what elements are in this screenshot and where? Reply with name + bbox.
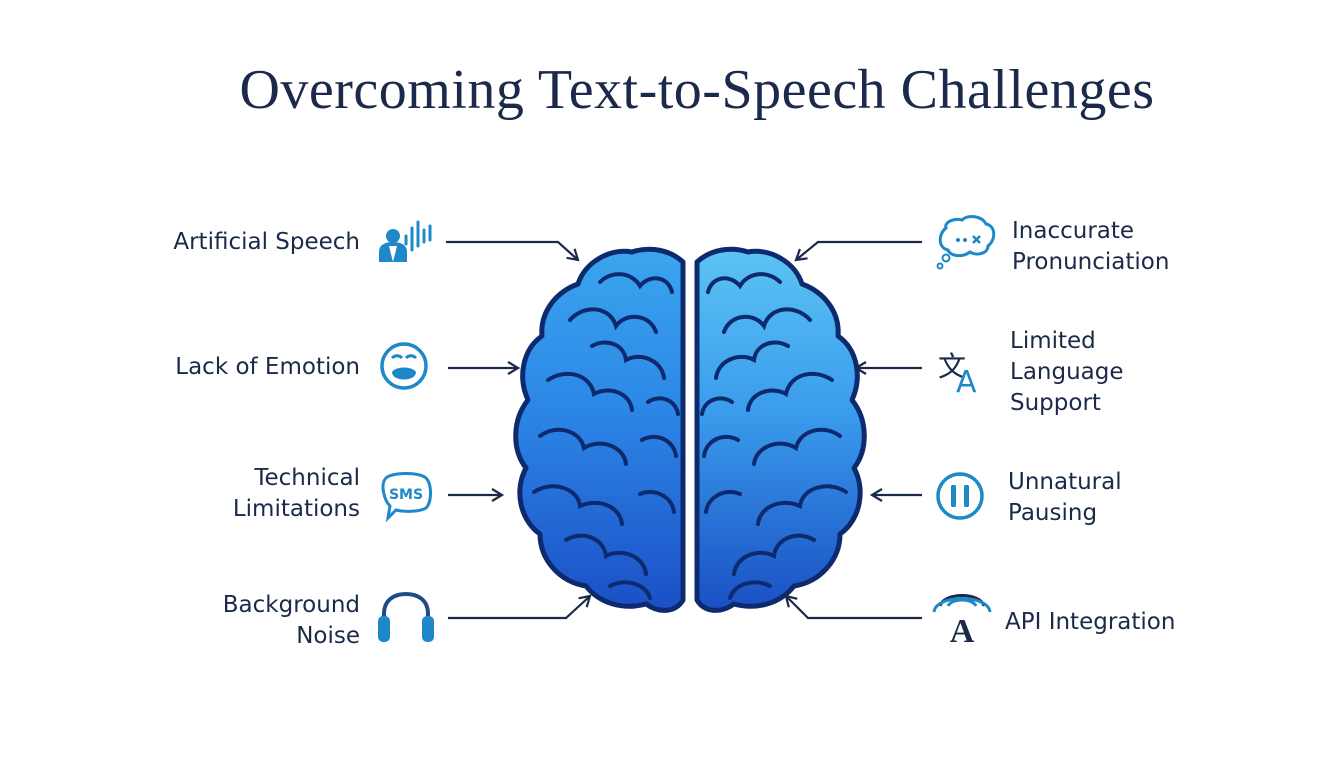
- svg-text:文: 文: [938, 350, 966, 383]
- label-unnatural-pausing: Unnatural Pausing: [1008, 469, 1122, 526]
- label-background-noise: Background Noise: [222, 592, 360, 649]
- broadcast-a-icon: A: [932, 594, 992, 650]
- brain-left-hemisphere: [513, 246, 686, 613]
- arrow-inaccurate-pronunciation: [796, 240, 922, 260]
- brain-right-hemisphere: [694, 246, 867, 613]
- svg-text:SMS: SMS: [389, 487, 423, 503]
- label-artificial-speech: Artificial Speech: [173, 229, 360, 255]
- translate-icon: 文 A: [938, 350, 977, 400]
- label-limited-language-support: Limited Language Support: [1010, 328, 1124, 416]
- headphones-icon: [378, 591, 434, 642]
- svg-text:A: A: [956, 365, 977, 400]
- arrow-api-integration: [786, 596, 922, 620]
- label-api-integration: API Integration: [1005, 609, 1176, 635]
- sad-face-icon: [380, 342, 428, 390]
- arrow-background-noise: [448, 596, 590, 620]
- page-title: Overcoming Text-to-Speech Challenges: [239, 59, 1155, 121]
- thought-bubble-icon: [936, 215, 996, 270]
- svg-text:A: A: [950, 613, 975, 650]
- label-technical-limitations: Technical Limitations: [232, 465, 360, 522]
- speaker-waveform-icon: [379, 220, 432, 262]
- pause-icon: [936, 472, 984, 520]
- arrow-artificial-speech: [446, 240, 578, 260]
- label-inaccurate-pronunciation: Inaccurate Pronunciation: [1012, 218, 1170, 275]
- sms-bubble-icon: SMS: [381, 472, 432, 523]
- label-lack-of-emotion: Lack of Emotion: [175, 354, 360, 380]
